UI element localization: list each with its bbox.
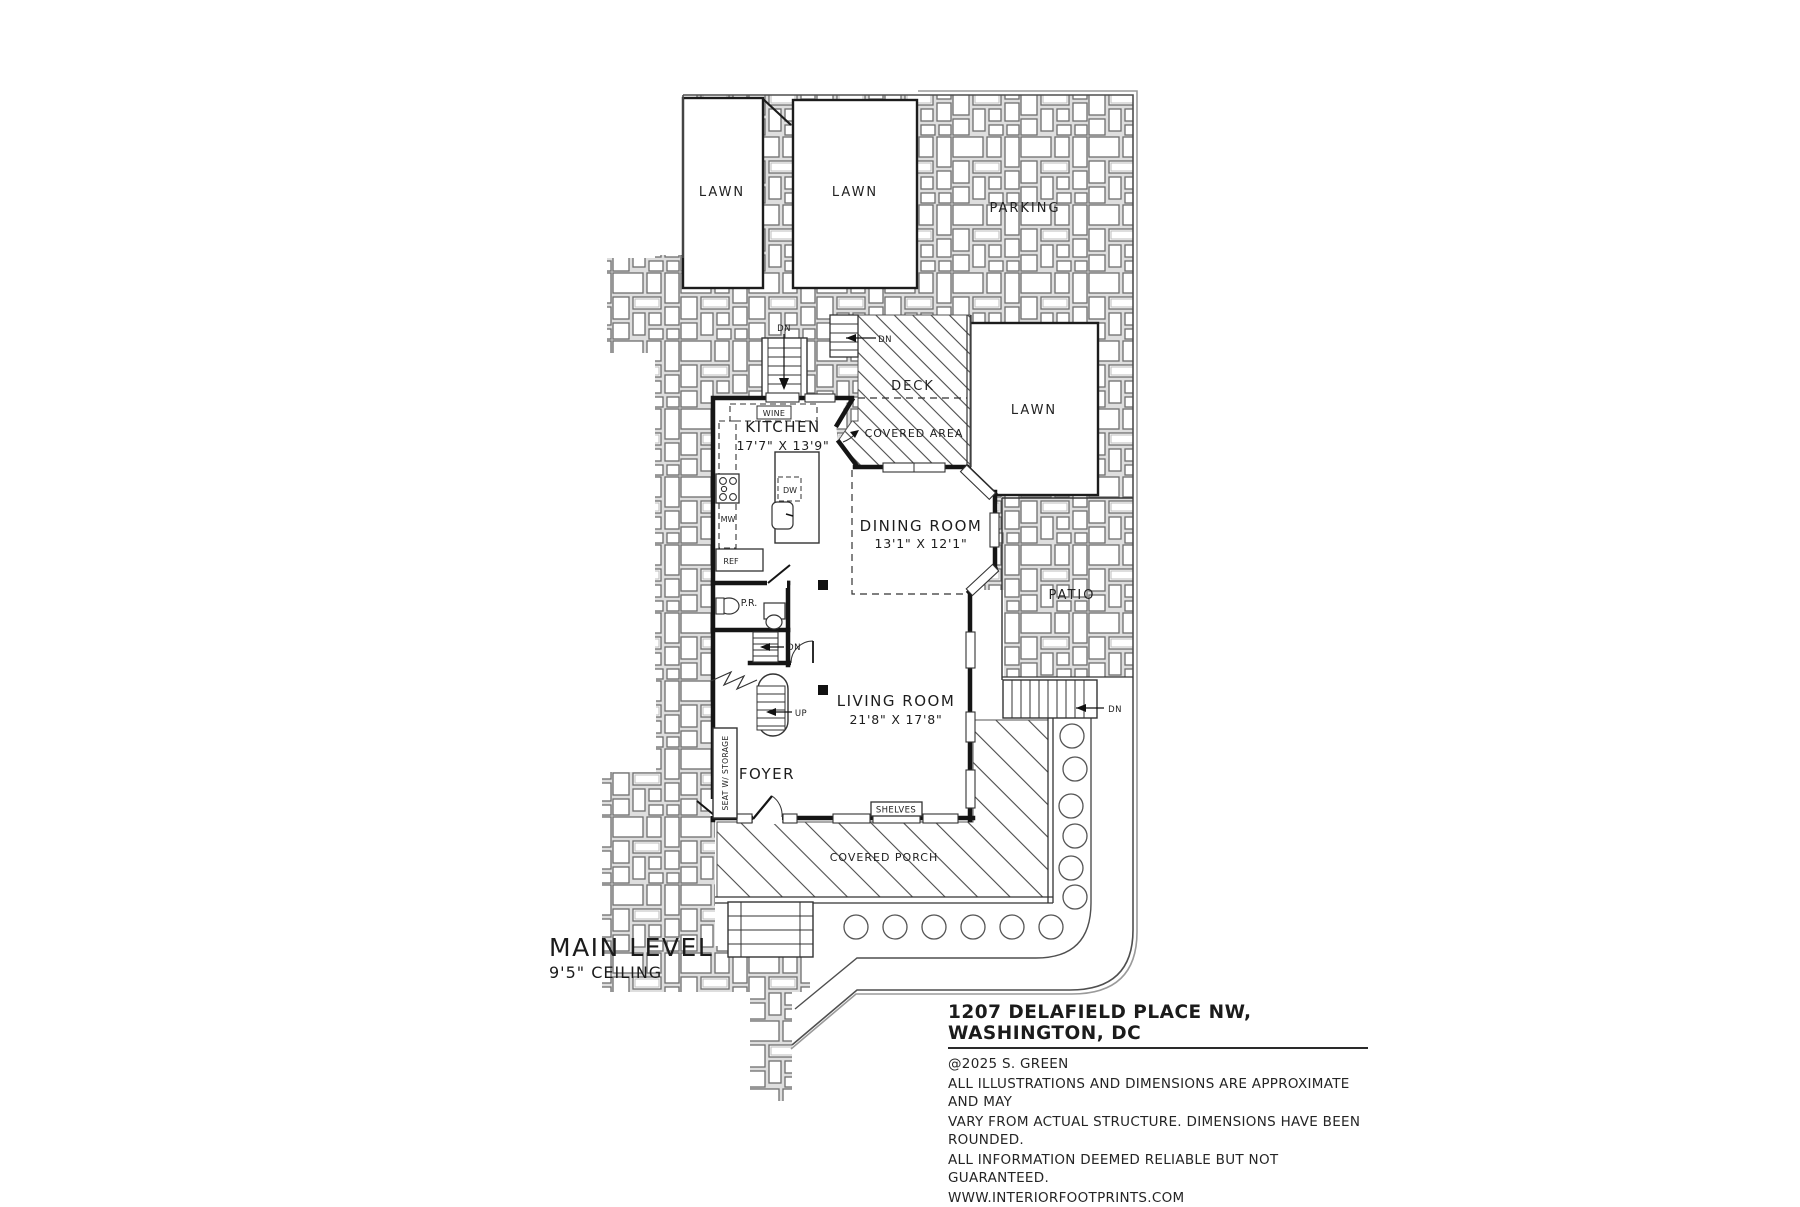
stair-door-opening (791, 659, 812, 668)
copyright-line: @2025 S. GREEN (948, 1055, 1368, 1074)
foyer-window (737, 814, 752, 823)
label-lawn-3: LAWN (1011, 403, 1057, 418)
front-window-2 (833, 814, 870, 823)
label-kitchen: KITCHEN (745, 418, 821, 436)
patio-steps-dn-label: DN (1108, 705, 1122, 715)
label-deck: DECK (891, 379, 935, 394)
label-patio: PATIO (1049, 588, 1096, 603)
label-living: LIVING ROOM (837, 692, 956, 710)
deck-stairs-dn-label: DN (878, 335, 892, 345)
living-east-window-3 (966, 770, 975, 808)
microwave-label: MW (721, 515, 736, 524)
label-living-dims: 21'8" X 17'8" (850, 712, 943, 727)
front-window-4 (923, 814, 958, 823)
back-stairs-dn-label: DN (777, 324, 791, 334)
label-covered-area: COVERED AREA (865, 427, 964, 440)
refrigerator-label: REF (723, 557, 739, 566)
label-dining-dims: 13'1" X 12'1" (875, 536, 968, 551)
label-kitchen-dims: 17'7" X 13'9" (737, 438, 830, 453)
living-east-window-1 (966, 632, 975, 668)
dining-east-window (990, 513, 999, 547)
rear-door-threshold (766, 393, 799, 402)
disclaimer-line-3: ALL INFORMATION DEEMED RELIABLE BUT NOT … (948, 1151, 1368, 1188)
disclaimer-line-1: ALL ILLUSTRATIONS AND DIMENSIONS ARE APP… (948, 1075, 1368, 1112)
front-steps (728, 902, 813, 957)
wine-label: WINE (763, 409, 786, 418)
toilet-bowl (766, 615, 782, 629)
label-powder-room: P.R. (741, 598, 758, 609)
shelves-label: SHELVES (876, 806, 916, 816)
footer-block: 1207 DELAFIELD PLACE NW, WASHINGTON, DC … (948, 1002, 1368, 1207)
front-window-1 (783, 814, 797, 823)
website-line: WWW.INTERIORFOOTPRINTS.COM (948, 1189, 1368, 1207)
dishwasher-label: DW (783, 486, 797, 495)
kitchen-window (805, 394, 835, 402)
column-post-1 (818, 580, 828, 590)
address-title: 1207 DELAFIELD PLACE NW, WASHINGTON, DC (948, 1002, 1368, 1049)
ceiling-subtitle: 9'5" CEILING (549, 963, 662, 982)
seat-label: SEAT W/ STORAGE (721, 735, 730, 810)
disclaimer-line-2: VARY FROM ACTUAL STRUCTURE. DIMENSIONS H… (948, 1113, 1368, 1150)
living-east-window-2 (966, 712, 975, 742)
stairs-dn-label: DN (787, 643, 801, 653)
label-foyer: FOYER (739, 765, 795, 783)
label-dining: DINING ROOM (860, 517, 983, 535)
stairs-up-label: UP (795, 709, 807, 719)
label-parking: PARKING (989, 201, 1060, 216)
main-level-title: MAIN LEVEL (549, 933, 713, 962)
label-lawn-1: LAWN (699, 185, 745, 200)
label-lawn-2: LAWN (832, 185, 878, 200)
column-post-2 (818, 685, 828, 695)
label-covered-porch: COVERED PORCH (830, 851, 939, 864)
